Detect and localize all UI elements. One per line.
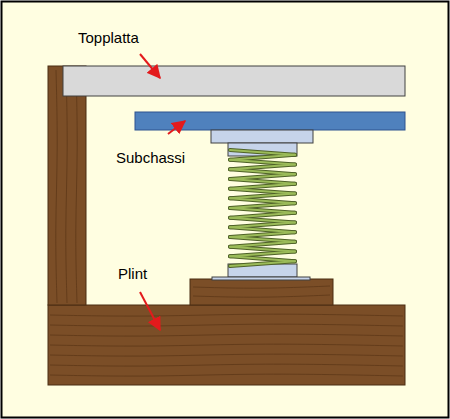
leader-arrow [140, 292, 160, 330]
spring-coil [230, 194, 295, 199]
spring-coil-edge [230, 247, 295, 252]
spring-coil-edge [230, 227, 295, 232]
spring-coil-edge [230, 223, 295, 228]
wood-grain-line [50, 324, 403, 326]
top-plate [63, 66, 405, 96]
spring-coil [230, 150, 295, 155]
wood-grain-line [50, 374, 403, 376]
wood-grain-line [193, 295, 330, 297]
spring-coil [230, 189, 295, 194]
wood-grain-line [76, 70, 77, 303]
spring-coil-edge [230, 208, 295, 213]
leader-arrow [168, 121, 185, 134]
spring-coil [230, 252, 295, 257]
spring-coil [230, 169, 295, 174]
spring-coil-edge [230, 218, 295, 223]
upper-spring-cup [228, 143, 297, 156]
spring-foot-block [190, 279, 333, 305]
spring-coil [230, 218, 295, 223]
spring-coil [230, 223, 295, 228]
spring-coil [230, 227, 295, 232]
spring-coil [230, 198, 295, 203]
spring-coil [230, 242, 295, 247]
spring-coil [230, 213, 295, 218]
spring-coil-edge [230, 179, 295, 184]
spring-coil-edge [230, 252, 295, 257]
wood-grain-line [50, 364, 403, 366]
spring-coil-edge [230, 174, 295, 179]
leader-arrow [140, 54, 160, 78]
spring-coil [230, 179, 295, 184]
wood-grain-line [50, 314, 403, 316]
spring-coil-edge [230, 155, 295, 160]
part-label: Plint [118, 266, 147, 283]
spring-coil-edge [230, 213, 295, 218]
coil-spring [230, 150, 295, 266]
wood-grain-line [50, 354, 403, 356]
spring-coil [230, 203, 295, 208]
spring-coil [230, 165, 295, 170]
spring-coil-edge [230, 150, 295, 155]
spring-coil [230, 160, 295, 165]
spring-coil-edge [230, 242, 295, 247]
spring-coil-edge [230, 169, 295, 174]
spring-coil-edge [230, 232, 295, 237]
part-label: Subchassi [116, 150, 185, 167]
spring-coil [230, 256, 295, 261]
spring-coil-edge [230, 256, 295, 261]
spring-coil-edge [230, 160, 295, 165]
wood-grain-line [50, 344, 403, 346]
spring-coil-edge [230, 237, 295, 242]
spring-coil-edge [230, 198, 295, 203]
spring-coil-edge [230, 189, 295, 194]
upper-mount [211, 130, 313, 143]
spring-coil [230, 237, 295, 242]
spring-coil [230, 155, 295, 160]
spring-coil [230, 232, 295, 237]
wood-grain-line [193, 286, 330, 288]
wood-grain-line [50, 334, 403, 336]
spring-coil [230, 174, 295, 179]
plinth-base [48, 305, 405, 385]
lower-mount [212, 277, 310, 280]
part-label: Topplatta [78, 30, 139, 47]
spring-coil [230, 184, 295, 189]
spring-coil-edge [230, 184, 295, 189]
plinth-post [48, 66, 86, 305]
spring-coil [230, 261, 295, 266]
spring-coil-edge [230, 194, 295, 199]
spring-coil-edge [230, 203, 295, 208]
wood-grain-line [66, 70, 67, 303]
spring-coil-edge [230, 165, 295, 170]
spring-coil-edge [230, 261, 295, 266]
spring-coil [230, 247, 295, 252]
spring-coil [230, 208, 295, 213]
wood-grain-line [56, 70, 57, 303]
